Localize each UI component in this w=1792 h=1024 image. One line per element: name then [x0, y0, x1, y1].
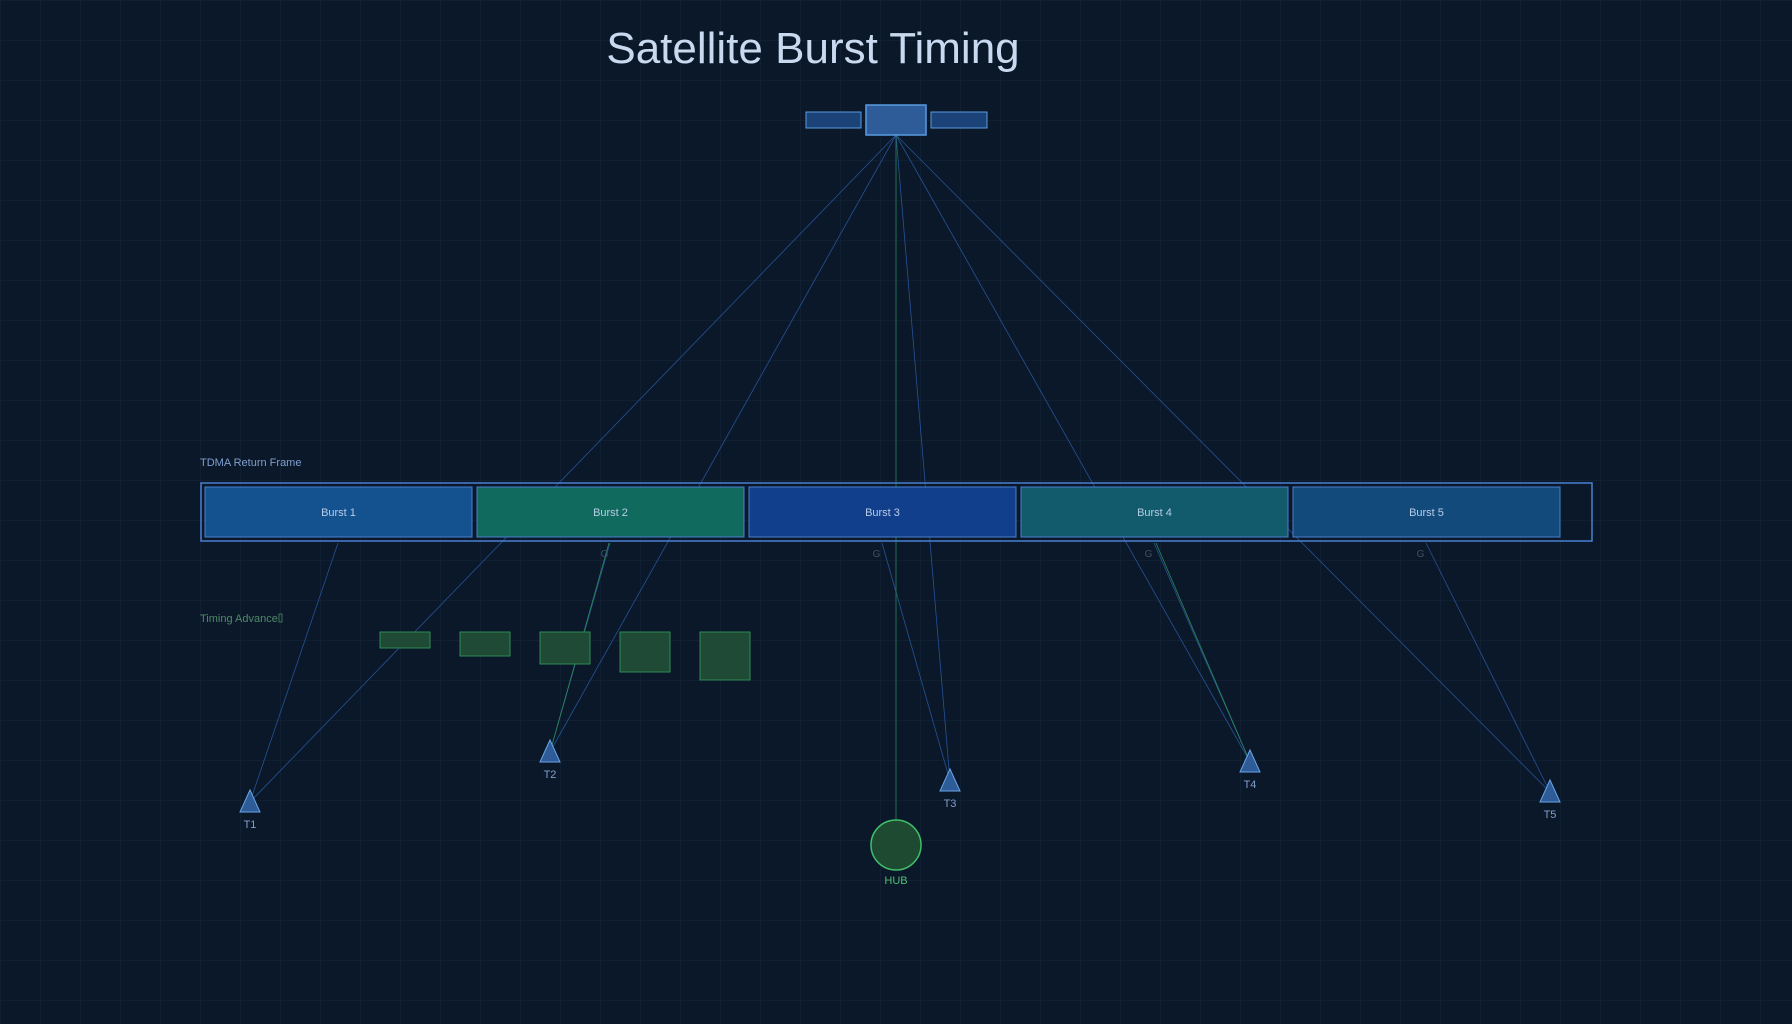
terminal-t3: T3: [939, 767, 961, 810]
timing-line-t4: [1155, 542, 1251, 763]
terminal-t1: T1: [239, 788, 261, 831]
terminal-t5: T5: [1539, 778, 1561, 821]
terminal-t2: T2: [539, 738, 561, 781]
burst-slots: Burst 1 Burst 2 Burst 3 Burst 4 Burst 5: [204, 486, 1561, 538]
antenna-icon: [1239, 748, 1261, 773]
hub-label: HUB: [884, 875, 907, 887]
terminal-label: T5: [1544, 809, 1557, 821]
uplink-line-t5: [895, 134, 1551, 793]
uplink-line-t4: [895, 134, 1251, 763]
satellite-right-solar-panel: [930, 111, 988, 129]
terminal-label: T2: [544, 769, 557, 781]
satellite-body: [865, 104, 927, 136]
antenna-icon: [939, 767, 961, 792]
guard-marker-3: G: [1145, 549, 1153, 560]
antenna-icon: [239, 788, 261, 813]
burst-line-t1: [249, 542, 339, 803]
burst-line-t3: [881, 542, 951, 782]
timing-advance-block-3: [539, 631, 591, 665]
tdma-frame: [200, 482, 1593, 542]
burst-label-4: Burst 4: [1137, 507, 1172, 519]
satellite-left-solar-panel: [805, 111, 862, 129]
burst-slot-4: [1020, 486, 1289, 538]
guard-marker-2: G: [873, 549, 881, 560]
burst-slot-2: [476, 486, 745, 538]
burst-label-1: Burst 1: [321, 507, 356, 519]
burst-line-t5: [1425, 542, 1551, 793]
uplink-line-t2: [549, 134, 897, 753]
terminal-label: T1: [244, 819, 257, 831]
small-square-icon: [278, 613, 283, 623]
guard-marker-4: G: [1417, 549, 1425, 560]
antenna-icon: [539, 738, 561, 763]
uplink-line-t3: [895, 134, 951, 782]
signal-lines: [249, 134, 1551, 820]
satellite: [805, 104, 988, 136]
terminal-t4: T4: [1239, 748, 1261, 791]
diagram-title: Satellite Burst Timing: [606, 24, 1019, 73]
uplink-line-t1: [249, 134, 897, 803]
terminal-label: T4: [1244, 779, 1257, 791]
frame-label: TDMA Return Frame: [200, 457, 301, 469]
timing-advance-block-1: [379, 631, 431, 649]
guard-marker-1: G: [601, 549, 609, 560]
burst-slot-5: [1292, 486, 1561, 538]
antenna-icon: [1539, 778, 1561, 803]
burst-label-2: Burst 2: [593, 507, 628, 519]
terminal-label: T3: [944, 798, 957, 810]
timing-advance-text: Timing Advance: [200, 613, 278, 625]
burst-label-5: Burst 5: [1409, 507, 1444, 519]
hub: HUB: [870, 819, 922, 887]
burst-slot-3: [748, 486, 1017, 538]
burst-slot-1: [204, 486, 473, 538]
burst-label-3: Burst 3: [865, 507, 900, 519]
timing-advance-blocks: [379, 631, 751, 681]
timing-advance-block-5: [699, 631, 751, 681]
timing-advance-block-2: [459, 631, 511, 657]
timing-advance-block-4: [619, 631, 671, 673]
hub-station: [870, 819, 922, 871]
timing-advance-label: Timing Advance: [200, 613, 283, 625]
